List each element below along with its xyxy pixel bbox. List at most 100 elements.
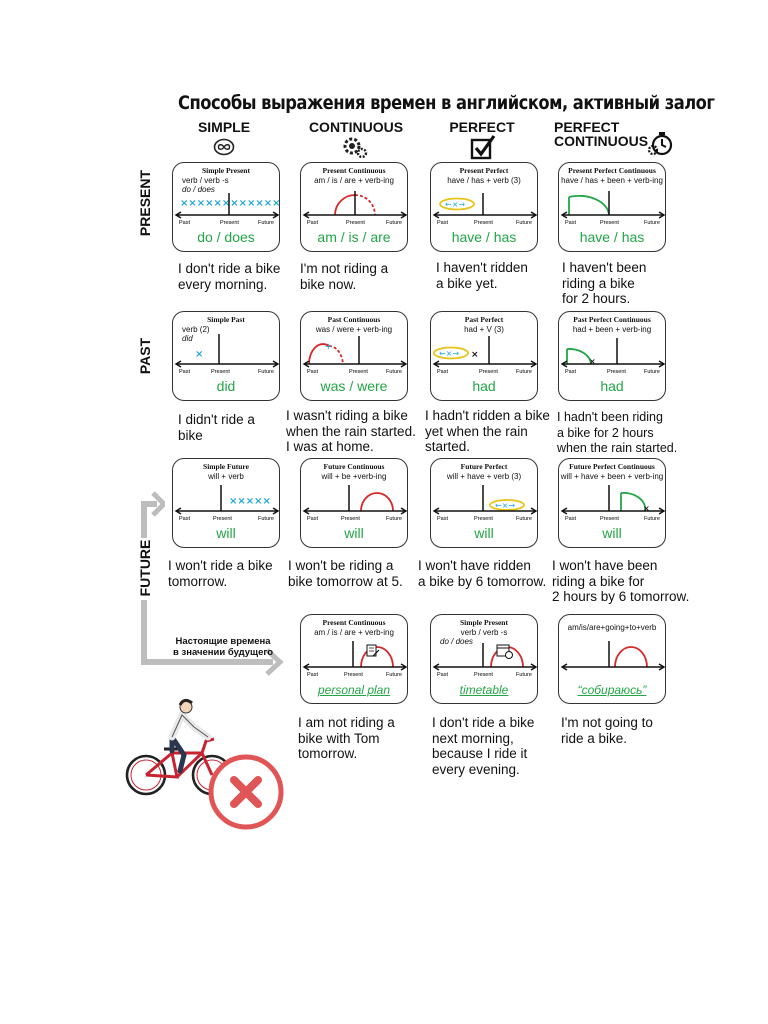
notepad-icon (366, 644, 380, 657)
card-formula: will + verb (208, 472, 244, 481)
column-header-perfect-continuous: PERFECT CONTINUOUS (554, 119, 649, 149)
svg-text:×: × (589, 357, 596, 366)
card-title: Simple Present (202, 166, 250, 175)
example-future-simple: I won't ride a bike tomorrow. (168, 558, 273, 589)
axis-present: Present (220, 220, 239, 226)
example-present-perfect: I haven't ridden a bike yet. (436, 260, 528, 291)
card-title: Past Continuous (327, 315, 381, 324)
example-future-perfect-continuous: I won't have been riding a bike for 2 ho… (552, 558, 690, 604)
svg-text:+: + (325, 342, 332, 351)
card-fut-present-continuous: Present Continuous am / is / are + verb-… (300, 614, 408, 704)
axis-future: Future (516, 220, 532, 226)
row-label-future: FUTURE (137, 539, 153, 597)
svg-text:←×→: ←×→ (495, 501, 515, 510)
timeline-diagram: + Past Present Future (302, 336, 407, 375)
axis-present: Present (600, 516, 619, 522)
axis-present: Present (474, 220, 493, 226)
timeline-diagram: Past Present Future (302, 191, 407, 226)
gears-icon (343, 137, 368, 159)
card-auxiliary: did (216, 378, 236, 394)
card-title: Simple Past (207, 315, 245, 324)
card-auxiliary: “собираюсь” (577, 683, 647, 697)
svg-text:×: × (195, 349, 203, 360)
card-auxiliary: timetable (459, 683, 509, 697)
card-future-continuous: Future Continuous will + be +verb-ing Pa… (300, 458, 408, 548)
axis-future: Future (386, 369, 402, 375)
svg-text:←×→: ←×→ (439, 349, 459, 358)
example-present-continuous: I'm not riding a bike now. (300, 261, 389, 292)
card-future-simple: Simple Future will + verb ××××× Past Pre… (172, 458, 280, 548)
card-auxiliary: was / were (320, 378, 388, 394)
axis-future: Future (516, 516, 532, 522)
future-right-arrow-icon (141, 600, 284, 676)
axis-future: Future (644, 220, 660, 226)
timeline-diagram: Past Present Future (560, 191, 665, 226)
card-present-simple: Simple Present verb / verb -s do / does … (172, 162, 280, 252)
card-auxiliary: will (602, 525, 622, 541)
card-formula: have / has + been + verb-ing (561, 176, 663, 185)
card-title: Future Continuous (323, 462, 385, 471)
checkbox-icon (470, 135, 496, 160)
card-formula: verb / verb -s (460, 628, 508, 637)
card-auxiliary: have / has (451, 229, 517, 245)
timeline-diagram: × Past Present Future (560, 338, 665, 375)
timer-gear-icon (647, 132, 673, 156)
card-formula: will + have + been + verb-ing (560, 472, 664, 481)
card-auxiliary: will (344, 525, 364, 541)
axis-past: Past (437, 516, 448, 522)
timeline-diagram (560, 641, 665, 671)
axis-past: Past (307, 369, 318, 375)
axis-present: Present (349, 369, 368, 375)
axis-past: Past (179, 369, 190, 375)
axis-past: Past (179, 516, 190, 522)
axis-future: Future (516, 672, 532, 678)
timeline-diagram: ←×→ Past Present Future (432, 193, 537, 226)
timeline-diagram: ←×→ Past Present Future (432, 485, 537, 522)
row-label-past: PAST (137, 337, 153, 375)
timeline-diagram: Past Present Future (302, 485, 407, 522)
axis-past: Past (565, 369, 576, 375)
svg-text:×: × (471, 350, 479, 360)
column-header-perfect: PERFECT (449, 119, 515, 135)
timeline-diagram: ←×→ × Past Present Future (432, 336, 537, 375)
example-past-simple: I didn't ride a bike (178, 412, 255, 443)
card-past-simple: Simple Past verb (2) did × Past Present … (172, 311, 280, 401)
card-auxiliary: will (474, 525, 494, 541)
column-header-continuous: CONTINUOUS (308, 119, 404, 135)
svg-text:×××××: ××××× (229, 496, 271, 507)
card-auxiliary: had (600, 378, 624, 394)
card-auxiliary: am / is / are (317, 229, 391, 245)
future-meaning-note: Настоящие времена в значении будущего (173, 636, 273, 658)
axis-future: Future (386, 672, 402, 678)
card-formula: will + be +verb-ing (321, 472, 387, 481)
card-title: Simple Present (460, 618, 508, 627)
axis-past: Past (437, 220, 448, 226)
card-auxiliary: do / does (197, 229, 255, 245)
future-up-arrow-icon (141, 491, 165, 538)
card-present-perfect-continuous: Present Perfect Continuous have / has + … (558, 162, 666, 252)
example-past-continuous: I wasn't riding a bike when the rain sta… (286, 408, 416, 454)
axis-future: Future (258, 516, 274, 522)
example-fut-present-continuous: I am not riding a bike with Tom tomorrow… (298, 715, 395, 761)
card-title: Simple Future (203, 462, 249, 471)
example-past-perfect: I hadn't ridden a bike yet when the rain… (425, 408, 550, 454)
axis-past: Past (565, 220, 576, 226)
example-past-perfect-continuous: I hadn't been riding a bike for 2 hours … (557, 410, 678, 455)
axis-present: Present (341, 516, 360, 522)
card-auxiliary: had (472, 378, 496, 394)
card-auxiliary: have / has (579, 229, 645, 245)
axis-past: Past (307, 516, 318, 522)
card-past-continuous: Past Continuous was / were + verb-ing + … (300, 311, 408, 401)
axis-present: Present (213, 516, 232, 522)
red-x-badge-icon (208, 754, 284, 830)
calendar-clock-icon (496, 644, 513, 659)
card-subformula: did (182, 334, 193, 343)
svg-text:×: × (643, 504, 650, 513)
example-future-continuous: I won't be riding a bike tomorrow at 5. (288, 558, 403, 589)
card-auxiliary: personal plan (317, 683, 391, 697)
card-formula: had + been + verb-ing (572, 325, 652, 334)
row-label-present: PRESENT (137, 169, 153, 237)
timeline-diagram: ××××× Past Present Future (174, 485, 279, 522)
card-fut-going-to: am/is/are+going+to+verb “собираюсь” (558, 614, 666, 704)
axis-present: Present (344, 672, 363, 678)
